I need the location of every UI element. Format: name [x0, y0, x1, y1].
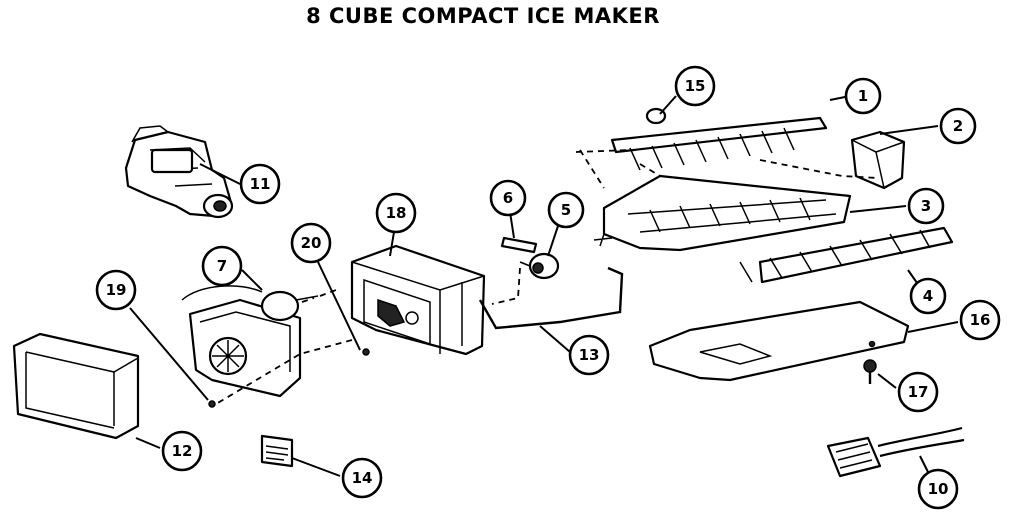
callout-label: 7	[217, 257, 227, 275]
part-thermostat	[519, 252, 560, 280]
part-clip	[500, 236, 538, 254]
callout-label: 10	[928, 480, 949, 498]
callout-18: 18	[375, 192, 417, 234]
part-motor-plate	[181, 285, 319, 398]
callout-4: 4	[909, 277, 947, 315]
part-heater-bar	[739, 226, 954, 284]
callout-5: 5	[547, 191, 585, 229]
callout-label: 16	[970, 311, 991, 329]
callout-13: 13	[568, 334, 610, 376]
callout-1: 1	[844, 77, 882, 115]
callout-label: 2	[953, 117, 963, 135]
callout-label: 18	[386, 204, 407, 222]
callout-label: 3	[921, 197, 931, 215]
part-label	[260, 434, 294, 468]
callout-7: 7	[201, 245, 243, 287]
callout-label: 6	[503, 189, 513, 207]
callout-label: 17	[908, 383, 929, 401]
assembly-dash-lines	[215, 149, 879, 405]
diagram-title: 8 CUBE COMPACT ICE MAKER	[306, 4, 660, 28]
part-mounting-plate	[648, 300, 910, 382]
callout-17: 17	[897, 371, 939, 413]
callout-label: 5	[561, 201, 571, 219]
part-cover	[12, 332, 140, 440]
callout-label: 14	[352, 469, 373, 487]
callout-2: 2	[939, 107, 977, 145]
part-screw-17	[863, 340, 877, 384]
callout-14: 14	[341, 457, 383, 499]
part-screws	[208, 348, 370, 408]
leader-lines	[129, 95, 959, 477]
callout-16: 16	[959, 299, 1001, 341]
part-end-cap	[850, 130, 906, 190]
part-water-valve	[124, 125, 234, 219]
part-mold	[593, 174, 852, 252]
callout-label: 20	[301, 234, 322, 252]
part-ejector	[610, 107, 828, 171]
callout-label: 13	[579, 346, 600, 364]
callout-20: 20	[290, 222, 332, 264]
callout-label: 15	[685, 77, 706, 95]
part-wire-harness	[826, 426, 965, 478]
callout-19: 19	[95, 269, 137, 311]
callout-11: 11	[239, 163, 281, 205]
callout-label: 12	[172, 442, 193, 460]
callout-10: 10	[917, 468, 959, 510]
callout-label: 11	[250, 175, 271, 193]
callout-3: 3	[907, 187, 945, 225]
callout-15: 15	[674, 65, 716, 107]
callout-label: 1	[858, 87, 868, 105]
part-shutoff-arm	[478, 266, 624, 330]
callout-12: 12	[161, 430, 203, 472]
callout-label: 4	[923, 287, 933, 305]
part-housing	[350, 244, 486, 356]
callout-label: 19	[106, 281, 127, 299]
callout-6: 6	[489, 179, 527, 217]
